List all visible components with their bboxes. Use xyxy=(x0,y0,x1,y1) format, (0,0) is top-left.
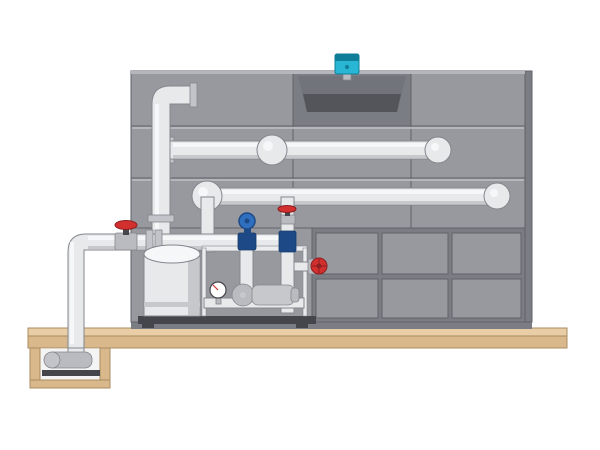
pipe-elbow-run xyxy=(151,85,193,241)
valve-body xyxy=(280,214,296,225)
middle-distribution-pipe xyxy=(191,180,511,212)
motor-body xyxy=(251,284,295,306)
skid-base xyxy=(138,316,316,328)
pipe-highlight xyxy=(70,242,74,344)
pressure-gauge xyxy=(209,281,227,305)
tank-bottom-shadow xyxy=(131,320,532,329)
pipe-highlight xyxy=(155,104,159,236)
pit-floor xyxy=(29,379,111,389)
skid-base-rail xyxy=(138,316,316,324)
skid-foot xyxy=(142,324,154,328)
upper-distribution-pipe xyxy=(165,134,452,166)
sensor-top-band xyxy=(335,54,359,61)
pipe-shade xyxy=(173,155,435,158)
handwheel-hub xyxy=(316,263,322,269)
pipe-highlight xyxy=(212,190,494,194)
base-platform xyxy=(27,327,568,349)
tank-panel xyxy=(410,70,526,127)
pressure-vessel xyxy=(143,244,201,317)
tank-panel xyxy=(451,232,522,275)
pipe-flange-end xyxy=(189,82,198,108)
tank-panel xyxy=(451,278,522,319)
tank-panel xyxy=(315,278,379,319)
motor-endcap xyxy=(290,287,300,303)
tank-panel xyxy=(381,278,449,319)
blue-gate-valve xyxy=(237,212,257,251)
level-sensor xyxy=(334,53,360,81)
vessel-band xyxy=(144,302,200,307)
sump-pump-endcap xyxy=(43,351,61,369)
sump-pump-base xyxy=(42,370,100,376)
pipe-ball-joint xyxy=(256,134,288,166)
vessel-shade xyxy=(188,255,199,315)
tank-top-bevel xyxy=(131,71,525,74)
skid-foot xyxy=(296,324,308,328)
pipe-shade xyxy=(212,201,494,204)
ball-highlight xyxy=(431,143,439,151)
pipe-highlight xyxy=(173,143,435,147)
pump-hub xyxy=(240,292,246,298)
pipe-ball-end xyxy=(424,136,452,164)
standpipe xyxy=(280,196,295,314)
vessel-top xyxy=(143,244,201,264)
tank-right-edge xyxy=(524,70,533,323)
platform-top xyxy=(27,327,568,337)
red-handwheel xyxy=(114,220,138,230)
valve-stem xyxy=(123,227,129,235)
tank-row-bevel xyxy=(132,127,524,129)
ball-highlight xyxy=(263,141,273,151)
tank-panel xyxy=(381,232,449,275)
valve-stem xyxy=(285,210,290,216)
red-valve-branch xyxy=(293,257,328,275)
pump-skid xyxy=(138,244,316,328)
red-valve-suction xyxy=(114,220,138,251)
basin-shadow xyxy=(303,94,401,112)
frame-post xyxy=(201,247,207,317)
handwheel-hub xyxy=(244,218,250,224)
pipe-flange-ring xyxy=(147,214,175,223)
frame-post xyxy=(302,247,308,317)
platform-front xyxy=(27,335,568,349)
tank-inlet-pipe xyxy=(147,82,198,241)
red-handwheel xyxy=(277,205,297,213)
pump-motor-unit xyxy=(231,283,300,307)
tank-basin xyxy=(292,70,412,127)
pipe-ball-end xyxy=(483,182,511,210)
gauge-needle xyxy=(212,284,219,291)
valve-body xyxy=(237,232,257,251)
red-valve-standpipe xyxy=(277,205,297,225)
pipe-highlight xyxy=(88,236,288,240)
tank-row-bevel xyxy=(132,179,524,181)
sensor-lens xyxy=(345,65,349,69)
sump-pump xyxy=(42,343,100,376)
valve-body xyxy=(114,232,138,251)
ball-highlight xyxy=(198,187,208,197)
ball-highlight xyxy=(490,189,498,197)
check-valve-body xyxy=(278,230,297,253)
